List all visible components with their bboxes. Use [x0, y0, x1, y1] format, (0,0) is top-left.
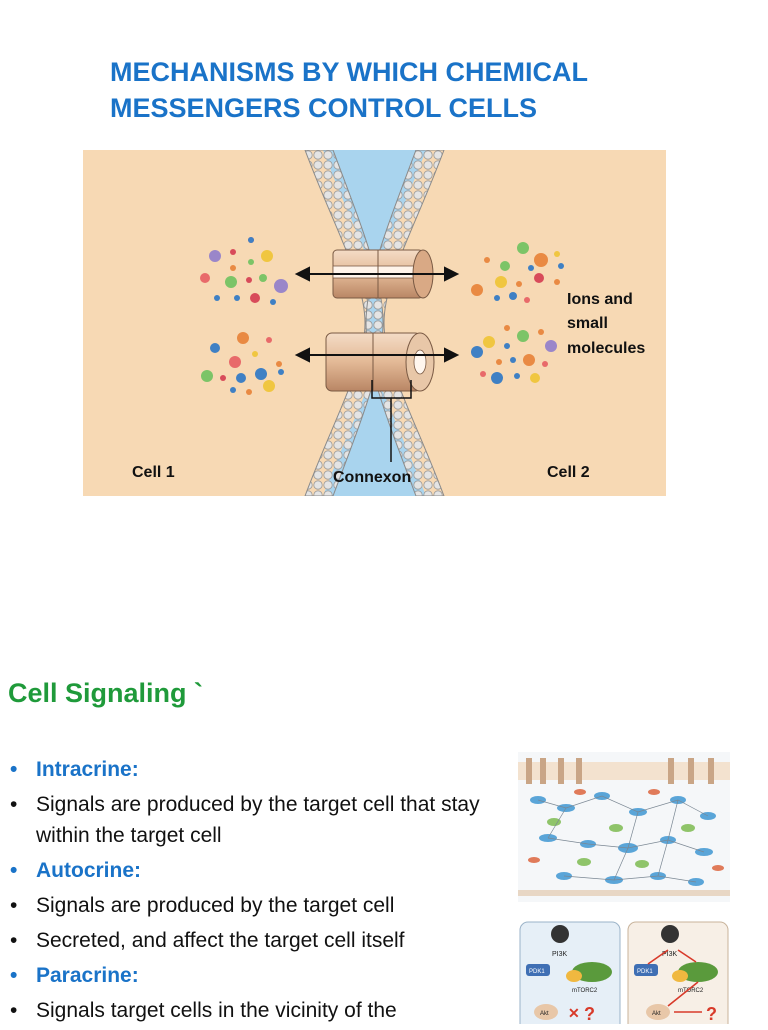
bullet-dot-icon: • [10, 999, 18, 1022]
bullet-text: Signals target cells in the vicinity of … [36, 999, 397, 1022]
mini-label: PDK1 [529, 969, 545, 975]
svg-text:✕: ✕ [568, 1005, 580, 1021]
bullet-text: Signals are produced by the target cell … [36, 793, 480, 847]
bullet-text: Paracrine: [36, 964, 139, 987]
label-ions-line2: small [567, 315, 608, 332]
molecules-right-top [471, 242, 564, 303]
mini-label: PI3K [552, 951, 568, 958]
bullet-item: • Intracrine: [6, 754, 506, 785]
section-heading: Cell Signaling ` [8, 678, 204, 708]
bullet-text: Signals are produced by the target cell [36, 894, 395, 917]
bullet-text: Autocrine: [36, 859, 141, 882]
akt-mtor-diagram: PI3K PDK1 mTORC2 Akt ✕ ? PI3K PDK1 mTORC… [518, 920, 730, 1024]
svg-text:?: ? [584, 1004, 595, 1024]
mini-label: PDK1 [637, 969, 653, 975]
bullet-dot-icon: • [10, 894, 18, 917]
bullet-dot-icon: • [10, 964, 18, 987]
bullet-item: • Autocrine: [6, 855, 506, 886]
label-cell-1: Cell 1 [132, 464, 175, 481]
bullet-text: Secreted, and affect the target cell its… [36, 929, 405, 952]
label-ions-line3: molecules [567, 340, 645, 357]
molecules-right-bottom [471, 325, 557, 384]
gap-junction-illustration: Ions and small molecules Cell 1 Cell 2 C… [83, 150, 666, 496]
slide-title-line2: MESSENGERS CONTROL CELLS [110, 93, 538, 123]
bullet-list: • Intracrine: • Signals are produced by th… [6, 754, 506, 1030]
label-connexon: Connexon [333, 469, 411, 486]
transport-arrows [294, 266, 460, 363]
bullet-dot-icon: • [10, 929, 18, 952]
akt-mtor-illustration: PI3K PDK1 mTORC2 Akt ✕ ? PI3K PDK1 mTORC… [519, 921, 729, 1024]
bullet-item: • Signals are produced by the target cell… [6, 789, 506, 851]
bullet-item: • Signals are produced by the target cell [6, 890, 506, 921]
mini-label: PI3K [662, 951, 678, 958]
slide-title-line1: MECHANISMS BY WHICH CHEMICAL [110, 57, 588, 87]
svg-text:?: ? [706, 1004, 717, 1024]
slide-title: MECHANISMS BY WHICH CHEMICAL MESSENGERS … [110, 54, 710, 126]
mini-label: mTORC2 [678, 988, 704, 994]
bullet-text: Intracrine: [36, 758, 139, 781]
molecules-left-bottom [201, 332, 284, 395]
signaling-pathway-thumbnail [518, 752, 730, 902]
mini-label: mTORC2 [572, 988, 598, 994]
mini-label: Akt [652, 1011, 661, 1017]
gap-junction-figure: Ions and small molecules Cell 1 Cell 2 C… [83, 150, 666, 496]
bullet-dot-icon: • [10, 758, 18, 781]
label-cell-2: Cell 2 [547, 464, 590, 481]
bullet-dot-icon: • [10, 793, 18, 816]
bullet-item: • Paracrine: [6, 960, 506, 991]
bullet-item: • Secreted, and affect the target cell it… [6, 925, 506, 956]
mini-label: Akt [540, 1011, 549, 1017]
pathway-network-illustration [518, 752, 730, 902]
bullet-dot-icon: • [10, 859, 18, 882]
bullet-item: • Signals target cells in the vicinity of… [6, 995, 506, 1026]
lower-connexon [325, 332, 435, 392]
molecules-left-top [200, 237, 288, 305]
label-ions-line1: Ions and [567, 291, 633, 308]
